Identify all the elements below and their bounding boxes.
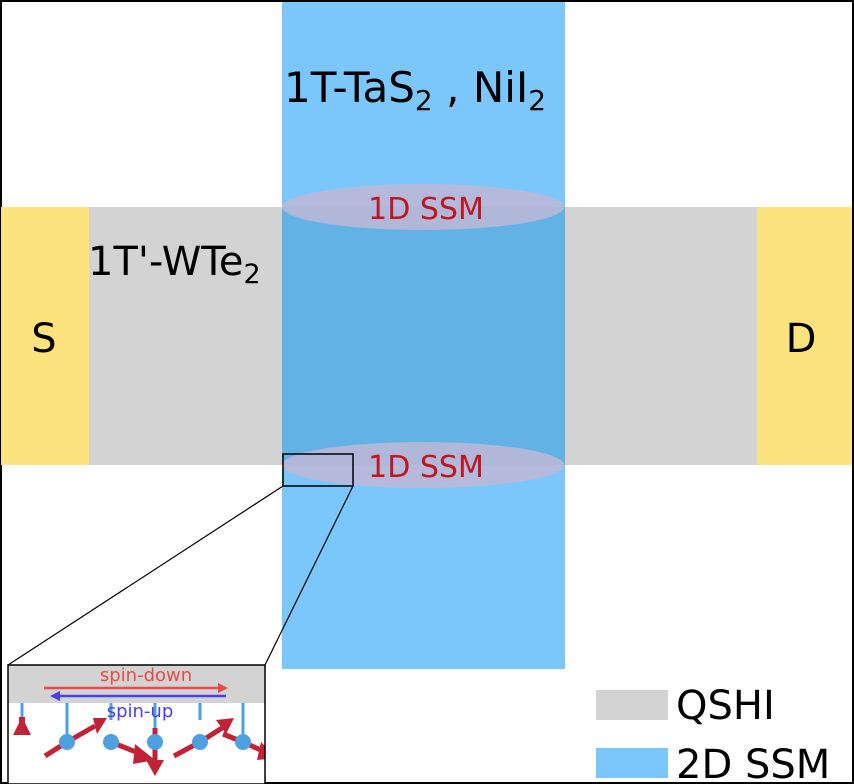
legend-swatch-qshi xyxy=(596,690,668,720)
spin-sites xyxy=(59,734,251,750)
wte2-label: 1T'-WTe2 xyxy=(88,239,261,290)
spin-inset: spin-down spin-up xyxy=(7,664,266,784)
overlap-region xyxy=(282,207,565,465)
legend-swatch-2d-ssm xyxy=(596,748,668,778)
legend: QSHI 2D SSM xyxy=(596,683,830,784)
legend-label-qshi: QSHI xyxy=(676,683,775,729)
source-label: S xyxy=(31,316,56,362)
legend-label-2d-ssm: 2D SSM xyxy=(676,742,830,784)
drain-contact xyxy=(757,207,852,465)
zoom-line-right xyxy=(264,485,354,666)
top-interface-ellipse xyxy=(282,184,564,230)
inset-border xyxy=(7,664,266,784)
drain-label: D xyxy=(786,316,817,362)
top-interface-label: 1D SSM xyxy=(368,192,484,227)
source-contact xyxy=(1,207,89,465)
tas2-nii2-label: 1T-TaS2 , NiI2 xyxy=(284,63,546,117)
spin-up-label: spin-up xyxy=(107,701,174,722)
zoom-line-left xyxy=(7,485,284,666)
zoom-box xyxy=(282,453,354,487)
spin-down-label: spin-down xyxy=(100,665,192,686)
bottom-interface-label: 1D SSM xyxy=(368,450,484,485)
